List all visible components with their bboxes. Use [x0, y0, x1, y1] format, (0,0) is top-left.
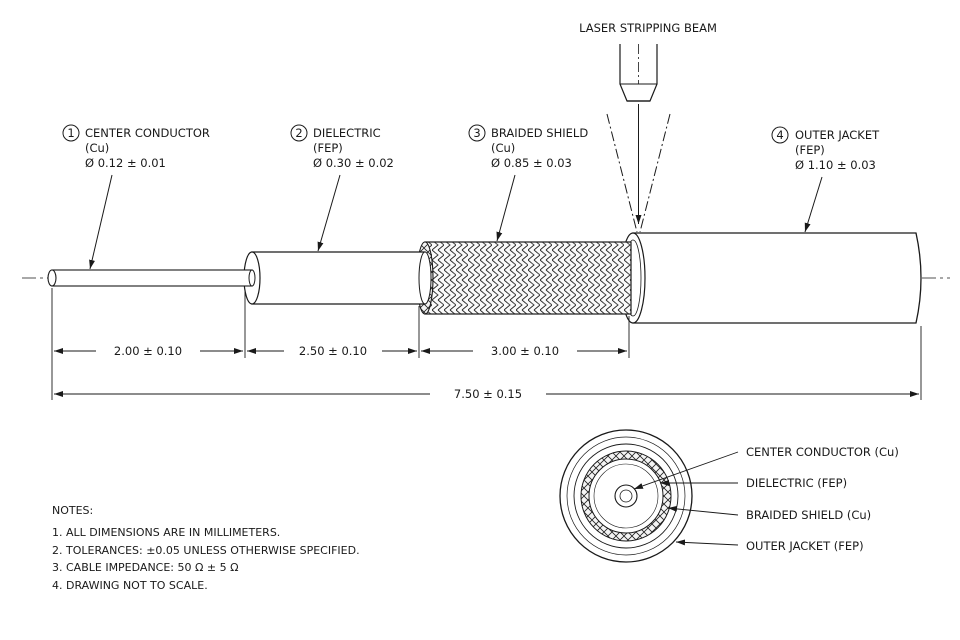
beam-left-edge [606, 113, 638, 233]
leader-line [89, 174, 113, 270]
cable-side-view [47, 232, 922, 324]
cs-center-conductor [614, 484, 638, 508]
svg-text:3: 3 [473, 126, 480, 140]
callout-outer-jacket: 4 OUTER JACKET (FEP) Ø 1.10 ± 0.03 [771, 126, 880, 233]
svg-text:1: 1 [67, 126, 74, 140]
svg-text:Ø 1.10 ± 0.03: Ø 1.10 ± 0.03 [795, 158, 876, 172]
svg-text:CENTER CONDUCTOR: CENTER CONDUCTOR [85, 126, 210, 140]
svg-text:(FEP): (FEP) [313, 141, 343, 155]
svg-text:Ø 0.12 ± 0.01: Ø 0.12 ± 0.01 [85, 156, 166, 170]
cross-section: CENTER CONDUCTOR (Cu) DIELECTRIC (FEP) B… [559, 429, 899, 563]
cs-label-conductor: CENTER CONDUCTOR (Cu) [746, 445, 899, 459]
center-conductor-body [51, 269, 253, 287]
cs-leader-jacket [675, 539, 739, 546]
braided-shield-body [424, 241, 632, 315]
notes-title: NOTES: [52, 504, 93, 517]
cs-leader-braid [667, 505, 739, 516]
notes-block: NOTES: 1. ALL DIMENSIONS ARE IN MILLIMET… [52, 504, 360, 592]
cs-label-dielectric: DIELECTRIC (FEP) [746, 476, 847, 490]
svg-text:BRAIDED SHIELD: BRAIDED SHIELD [491, 126, 588, 140]
dim-segment-3: 3.00 ± 0.10 [421, 344, 627, 358]
callout-braided-shield: 3 BRAIDED SHIELD (Cu) Ø 0.85 ± 0.03 [468, 124, 588, 242]
callout-center-conductor: 1 CENTER CONDUCTOR (Cu) Ø 0.12 ± 0.01 [62, 124, 210, 270]
callout-number-badge [62, 124, 80, 142]
svg-text:Ø 0.30 ± 0.02: Ø 0.30 ± 0.02 [313, 156, 394, 170]
dim-overall: 7.50 ± 0.15 [54, 387, 919, 401]
leader-line [317, 174, 341, 252]
dielectric-body [251, 251, 426, 305]
dim-segment-2: 2.50 ± 0.10 [247, 344, 417, 358]
note-item: 2. TOLERANCES: ±0.05 UNLESS OTHERWISE SP… [52, 544, 360, 557]
note-item: 4. DRAWING NOT TO SCALE. [52, 579, 208, 592]
conductor-end-face [47, 269, 57, 287]
dim-label: 7.50 ± 0.15 [454, 387, 522, 401]
svg-text:2: 2 [295, 126, 302, 140]
svg-text:(Cu): (Cu) [85, 141, 109, 155]
leader-line [804, 176, 823, 233]
cs-label-braid: BRAIDED SHIELD (Cu) [746, 508, 871, 522]
dim-label: 2.00 ± 0.10 [114, 344, 182, 358]
svg-text:(FEP): (FEP) [795, 143, 825, 157]
svg-text:DIELECTRIC: DIELECTRIC [313, 126, 381, 140]
cs-leader-conductor [633, 451, 739, 490]
svg-text:OUTER JACKET: OUTER JACKET [795, 128, 880, 142]
callout-number-badge [290, 124, 308, 142]
cs-label-jacket: OUTER JACKET (FEP) [746, 539, 864, 553]
note-item: 1. ALL DIMENSIONS ARE IN MILLIMETERS. [52, 526, 280, 539]
dim-label: 3.00 ± 0.10 [491, 344, 559, 358]
beam-label: LASER STRIPPING BEAM [579, 21, 717, 35]
beam-right-edge [639, 113, 671, 233]
outer-jacket-body [626, 232, 922, 324]
dimensions [51, 288, 922, 400]
callout-number-badge [468, 124, 486, 142]
svg-text:Ø 0.85 ± 0.03: Ø 0.85 ± 0.03 [491, 156, 572, 170]
callout-dielectric: 2 DIELECTRIC (FEP) Ø 0.30 ± 0.02 [290, 124, 394, 252]
dim-segment-1: 2.00 ± 0.10 [54, 344, 243, 358]
dim-label: 2.50 ± 0.10 [299, 344, 367, 358]
laser-beam: LASER STRIPPING BEAM [579, 21, 717, 233]
svg-text:4: 4 [776, 128, 783, 142]
callout-number-badge [771, 126, 789, 144]
svg-text:(Cu): (Cu) [491, 141, 515, 155]
note-item: 3. CABLE IMPEDANCE: 50 Ω ± 5 Ω [52, 561, 239, 574]
leader-line [496, 174, 516, 242]
